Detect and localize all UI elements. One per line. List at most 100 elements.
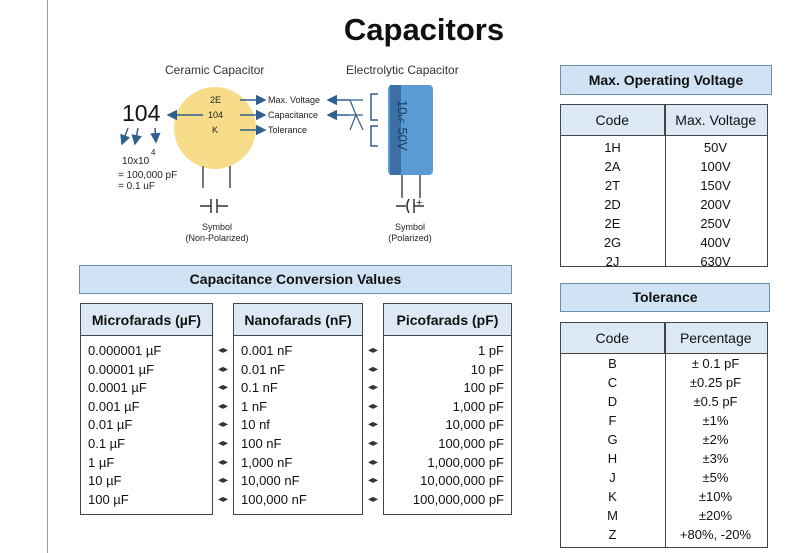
double-arrow-icon: ◂▸ xyxy=(367,400,379,412)
code-cell: 2G xyxy=(603,235,622,250)
value-cell: ±1% xyxy=(702,413,729,428)
tolerance-row: C±0.25 pF xyxy=(561,373,767,392)
value-cell: 150V xyxy=(700,178,731,193)
code-cell: G xyxy=(607,432,618,447)
digit-arrow-3 xyxy=(150,127,161,144)
double-arrow-icon: ◂▸ xyxy=(217,345,229,356)
voltage-row: 2T 150V xyxy=(561,176,767,195)
tolerance-header: Tolerance xyxy=(560,283,770,312)
code-cell: 2D xyxy=(604,197,621,212)
voltage-row: 2D 200V xyxy=(561,195,767,214)
double-arrow-icon: ◂▸ xyxy=(217,475,229,487)
ceramic-symbol-sub: (Non-Polarized) xyxy=(185,233,249,243)
picofarad-value: 10 pF xyxy=(470,361,504,377)
tolerance-row: J ±5% xyxy=(561,468,767,487)
nanofarad-value: 1,000 nF xyxy=(241,454,293,470)
electrolytic-symbol-label: Symbol xyxy=(394,222,425,232)
code-cell: 2T xyxy=(604,178,621,193)
picofarad-value: 100,000,000 pF xyxy=(412,491,504,507)
tolerance-row: K±10% xyxy=(561,487,767,506)
value-cell: ±3% xyxy=(702,451,729,466)
value-cell: 200V xyxy=(700,197,731,212)
double-arrow-icon: ◂▸ xyxy=(367,456,379,468)
microfarad-value: 0.01 µF xyxy=(88,417,133,433)
tolerance-row: M ±20% xyxy=(561,506,767,525)
ceramic-capacitor-label: Ceramic Capacitor xyxy=(165,63,265,77)
tolerance-col-code: Code xyxy=(595,330,629,346)
nanofarad-value: 10,000 nF xyxy=(241,473,300,489)
microfarads-header: Microfarads (µF) xyxy=(81,304,212,336)
electrolytic-capacitor-label: Electrolytic Capacitor xyxy=(346,63,459,77)
value-cell: ±2% xyxy=(702,432,729,447)
conversion-header: Capacitance Conversion Values xyxy=(79,265,512,294)
value-cell: ±0.5 pF xyxy=(693,394,738,409)
ceramic-equals-uf: = 0.1 uF xyxy=(118,181,155,192)
ceramic-body-line-3: K xyxy=(212,125,219,135)
double-arrow-icon: ◂▸ xyxy=(367,345,379,356)
double-arrow-icon: ◂▸ xyxy=(367,493,379,505)
nanofarad-value: 0.1 nF xyxy=(241,380,278,396)
code-cell: H xyxy=(607,451,618,466)
ceramic-code-number: 104 xyxy=(122,100,161,126)
nanofarad-value: 0.001 nF xyxy=(241,343,293,358)
picofarad-value: 10,000,000 pF xyxy=(420,473,504,489)
double-arrow-icon: ◂▸ xyxy=(217,437,229,449)
callout-tolerance: Tolerance xyxy=(268,125,308,135)
conversion-arrows-1: ◂▸◂▸◂▸◂▸◂▸◂▸◂▸◂▸◂▸ xyxy=(213,342,233,509)
code-cell: J xyxy=(609,470,616,485)
code-cell: K xyxy=(608,489,617,504)
tolerance-row: B± 0.1 pF xyxy=(561,354,767,373)
electrolytic-brackets xyxy=(370,93,378,147)
page-title: Capacitors xyxy=(343,12,505,47)
electrolytic-printed-value: 10uF 50V xyxy=(395,100,410,151)
code-cell: 2E xyxy=(604,216,621,231)
code-cell: M xyxy=(607,508,618,523)
tolerance-row: D ±0.5 pF xyxy=(561,392,767,411)
value-cell: ±20% xyxy=(698,508,733,523)
double-arrow-icon: ◂▸ xyxy=(217,493,229,505)
electrolytic-stripe xyxy=(390,85,401,175)
non-polarized-symbol xyxy=(200,199,228,213)
picofarad-value: 1,000,000 pF xyxy=(427,454,504,470)
electrolytic-bracket-lines xyxy=(349,99,364,131)
ceramic-equals-pf: = 100,000 pF xyxy=(118,170,178,181)
conversion-arrows-2: ◂▸◂▸◂▸◂▸◂▸◂▸◂▸◂▸◂▸ xyxy=(363,342,383,509)
value-cell: 50V xyxy=(703,140,728,155)
code-cell: C xyxy=(607,375,618,390)
code-cell: 2J xyxy=(605,254,620,269)
voltage-header: Max. Operating Voltage xyxy=(560,65,772,95)
value-cell: 100V xyxy=(700,159,731,174)
value-cell: 630V xyxy=(700,254,731,269)
microfarad-value: 0.0001 µF xyxy=(88,380,147,396)
voltage-col-value: Max. Voltage xyxy=(663,105,768,135)
tolerance-row: F ±1% xyxy=(561,411,767,430)
code-cell: D xyxy=(607,394,618,409)
nanofarad-value: 1 nF xyxy=(241,398,268,414)
nanofarad-value: 0.01 nF xyxy=(241,361,286,377)
value-cell: ±5% xyxy=(702,470,729,485)
double-arrow-icon: ◂▸ xyxy=(367,437,379,449)
left-border-line xyxy=(47,0,48,553)
ceramic-capacitor-body xyxy=(174,87,256,169)
double-arrow-icon: ◂▸ xyxy=(367,382,379,394)
code-cell: F xyxy=(608,413,617,428)
microfarad-value: 0.000001 µF xyxy=(88,343,162,358)
code-cell: B xyxy=(608,356,617,371)
code-cell: Z xyxy=(608,527,617,542)
double-arrow-icon: ◂▸ xyxy=(367,419,379,431)
voltage-table-header: Code Max. Voltage xyxy=(561,105,767,136)
digit-arrow-2 xyxy=(131,127,142,146)
nanofarad-value: 10 nf xyxy=(241,417,270,433)
nanofarad-value: 100,000 nF xyxy=(241,491,307,507)
polarized-symbol xyxy=(396,198,424,214)
double-arrow-icon: ◂▸ xyxy=(217,419,229,431)
electrolytic-symbol-sub: (Polarized) xyxy=(388,233,432,243)
picofarad-value: 10,000 pF xyxy=(445,417,504,433)
